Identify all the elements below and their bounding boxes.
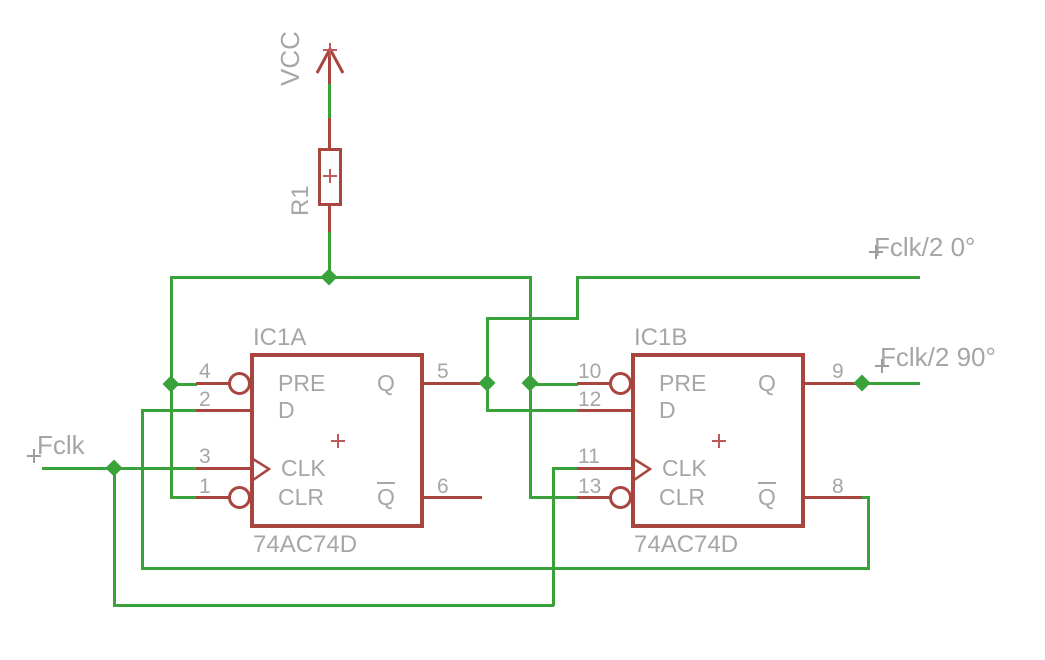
junction-dot [853, 374, 871, 392]
wire-segment [552, 467, 578, 470]
ic1a-pin6-stub [424, 496, 482, 499]
wire-segment [141, 409, 197, 412]
ic1a-pin-number-6: 6 [437, 475, 449, 498]
ic1b-pin-name-qbar: Q [758, 484, 776, 510]
ic1b-pin10-stub [577, 382, 610, 385]
vcc-origin-cross [323, 43, 337, 57]
wire-segment [113, 604, 554, 607]
ic1b-pin-number-13: 13 [578, 475, 602, 498]
junction-dot [478, 374, 496, 392]
ic1b-pin-number-9: 9 [832, 360, 844, 383]
ic1b-pin10-inversion-bubble [609, 372, 632, 395]
r1-label: R1 [287, 185, 314, 216]
ic1b-pin8-stub [805, 496, 862, 499]
ic1b-pin-name-q: Q [758, 370, 776, 396]
wire-segment [867, 496, 870, 570]
wire-segment [486, 383, 489, 412]
junction-dot [105, 459, 123, 477]
wire-segment [486, 409, 578, 412]
ic1b-designator: IC1B [634, 324, 688, 351]
ic1a-part: 74AC74D [253, 531, 358, 558]
ic1a-pin2-stub [196, 409, 252, 412]
wire-segment [141, 567, 870, 570]
ic1a-pin-name-qbar: Q [377, 484, 395, 510]
net-label-fclk2-90: Fclk/2 90° [880, 342, 996, 372]
ic1a-pin1-stub [196, 496, 229, 499]
wire-segment [486, 317, 579, 320]
ic1b-pin12-stub [577, 409, 633, 412]
r1-bottom-lead [328, 204, 331, 234]
r1-top-lead [328, 118, 331, 149]
ic1b-clk-triangle-icon [633, 457, 653, 482]
ic1a-pin-number-1: 1 [199, 475, 211, 498]
ic1a-pin-name-clk: CLK [281, 455, 326, 481]
ic1b-pin-name-clr: CLR [659, 484, 706, 510]
ic1b-pin-name-clk: CLK [662, 455, 707, 481]
wire-segment [486, 317, 489, 386]
ic1b-pin-number-11: 11 [578, 445, 600, 468]
wire-segment [552, 467, 555, 606]
ic1a-origin-cross [331, 434, 345, 448]
ic1b-pin9-stub [805, 382, 862, 385]
junction-dot [162, 375, 180, 393]
ic1a-pin3-stub [196, 467, 252, 470]
wire-segment [328, 84, 331, 120]
ic1b-pin-name-d: D [659, 397, 676, 423]
ic1b-pin-number-12: 12 [578, 388, 602, 411]
ic1b-part: 74AC74D [634, 531, 739, 558]
wire-segment [328, 232, 331, 278]
ic1a-pin4-stub [196, 382, 229, 385]
ic1b-pin11-stub [577, 467, 633, 470]
wire-segment [529, 383, 578, 386]
fclk2-90-origin-cross [875, 359, 889, 373]
ic1a-pin-number-2: 2 [199, 388, 211, 411]
wire-segment [576, 276, 579, 319]
ic1b-pin13-stub [577, 496, 610, 499]
ic1b-pin-number-8: 8 [832, 475, 844, 498]
ic1b-pin-name-pre: PRE [659, 370, 707, 396]
net-label-fclk: Fclk [37, 430, 85, 460]
net-label-fclk2-0: Fclk/2 0° [874, 232, 976, 262]
wire-segment [576, 276, 920, 279]
r1-origin-cross [323, 169, 337, 183]
ic1a-pin4-inversion-bubble [228, 372, 251, 395]
wire-segment [860, 382, 920, 385]
ic1b-pin-number-10: 10 [578, 360, 602, 383]
ic1a-pin-number-5: 5 [437, 360, 449, 383]
ic1a-pin-name-pre: PRE [278, 370, 326, 396]
ic1a-pin-name-q: Q [377, 370, 395, 396]
ic1b-pin13-inversion-bubble [609, 486, 632, 509]
junction-dot [320, 268, 338, 286]
wire-segment [859, 496, 870, 499]
ic1a-pin5-stub [424, 382, 481, 385]
ic1a-pin-name-clr: CLR [278, 484, 325, 510]
wire-segment [141, 409, 144, 570]
junction-dot [521, 374, 539, 392]
wire-segment [170, 383, 197, 386]
fclk2-0-origin-cross [869, 245, 883, 259]
ic1a-pin-number-4: 4 [199, 360, 211, 383]
ic1a-clk-triangle-icon [252, 457, 272, 482]
ic1b-origin-cross [712, 434, 726, 448]
ic1a-designator: IC1A [253, 324, 307, 351]
vcc-stem [328, 50, 331, 85]
wire-segment [171, 276, 531, 279]
ic1a-pin-number-3: 3 [199, 445, 211, 468]
ic1a-pin1-inversion-bubble [228, 486, 251, 509]
ic1a-pin-name-d: D [278, 397, 295, 423]
fclk-origin-cross [27, 449, 41, 463]
vcc-label: VCC [275, 31, 305, 86]
wire-segment [113, 467, 116, 606]
